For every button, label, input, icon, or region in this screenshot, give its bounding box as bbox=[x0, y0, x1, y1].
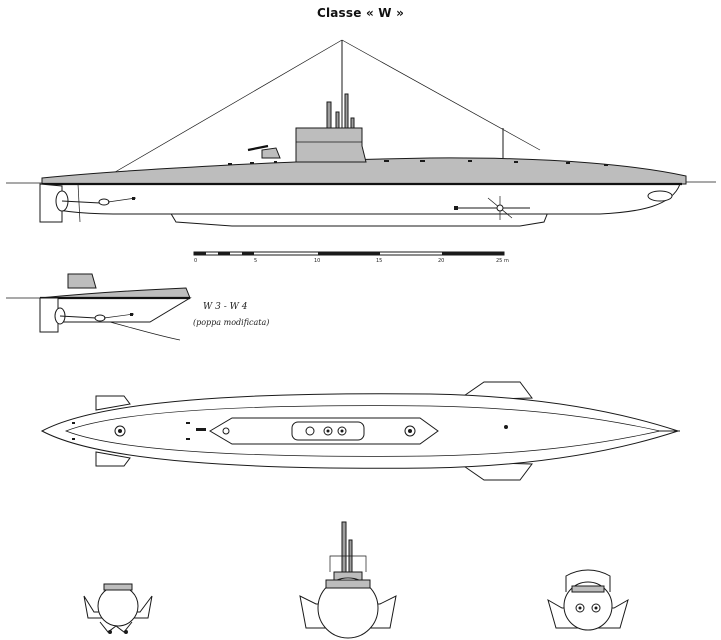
scale-tick-5: 5 bbox=[254, 258, 257, 264]
periscope-4 bbox=[350, 117, 355, 129]
stern-variant: W 3 - W 4 (poppa modificata) bbox=[6, 273, 269, 341]
cross-section-fore bbox=[547, 569, 629, 631]
variant-caption: (poppa modificata) bbox=[193, 318, 269, 327]
tower-casing bbox=[209, 417, 439, 445]
hull-lower bbox=[41, 183, 681, 215]
hull-upper bbox=[41, 157, 687, 185]
propeller-stern bbox=[55, 183, 137, 223]
periscope-3 bbox=[344, 93, 349, 129]
torpedo-door bbox=[647, 190, 673, 202]
stern-guard-top bbox=[95, 395, 131, 411]
scale-tick-10: 10 bbox=[314, 258, 320, 264]
aerial-wire-fore bbox=[341, 39, 541, 151]
variant-tower bbox=[67, 273, 97, 289]
periscope-2 bbox=[335, 111, 340, 129]
variant-deck bbox=[39, 287, 191, 299]
drawing-title: Classe « W » bbox=[316, 6, 405, 20]
deck-gun bbox=[261, 147, 281, 159]
plan-view bbox=[40, 381, 680, 481]
deck-fittings bbox=[228, 160, 608, 166]
scale-tick-20: 20 bbox=[438, 258, 444, 264]
scale-tick-15: 15 bbox=[376, 258, 382, 264]
stern bbox=[39, 183, 63, 223]
stern-guard-bottom bbox=[95, 451, 131, 467]
bow-hydroplane bbox=[454, 196, 530, 220]
scale-tick-0: 0 bbox=[194, 258, 197, 264]
cross-section-aft bbox=[83, 583, 153, 634]
scale-bar: 0 5 10 15 20 25 m bbox=[193, 251, 509, 264]
periscope-1 bbox=[326, 101, 332, 129]
conning-tower bbox=[295, 127, 367, 163]
scale-tick-25: 25 m bbox=[496, 258, 509, 264]
cross-section-mid bbox=[299, 521, 397, 639]
variant-label: W 3 - W 4 bbox=[203, 302, 248, 312]
side-profile bbox=[6, 39, 716, 227]
aerial-wire-aft bbox=[109, 39, 343, 176]
